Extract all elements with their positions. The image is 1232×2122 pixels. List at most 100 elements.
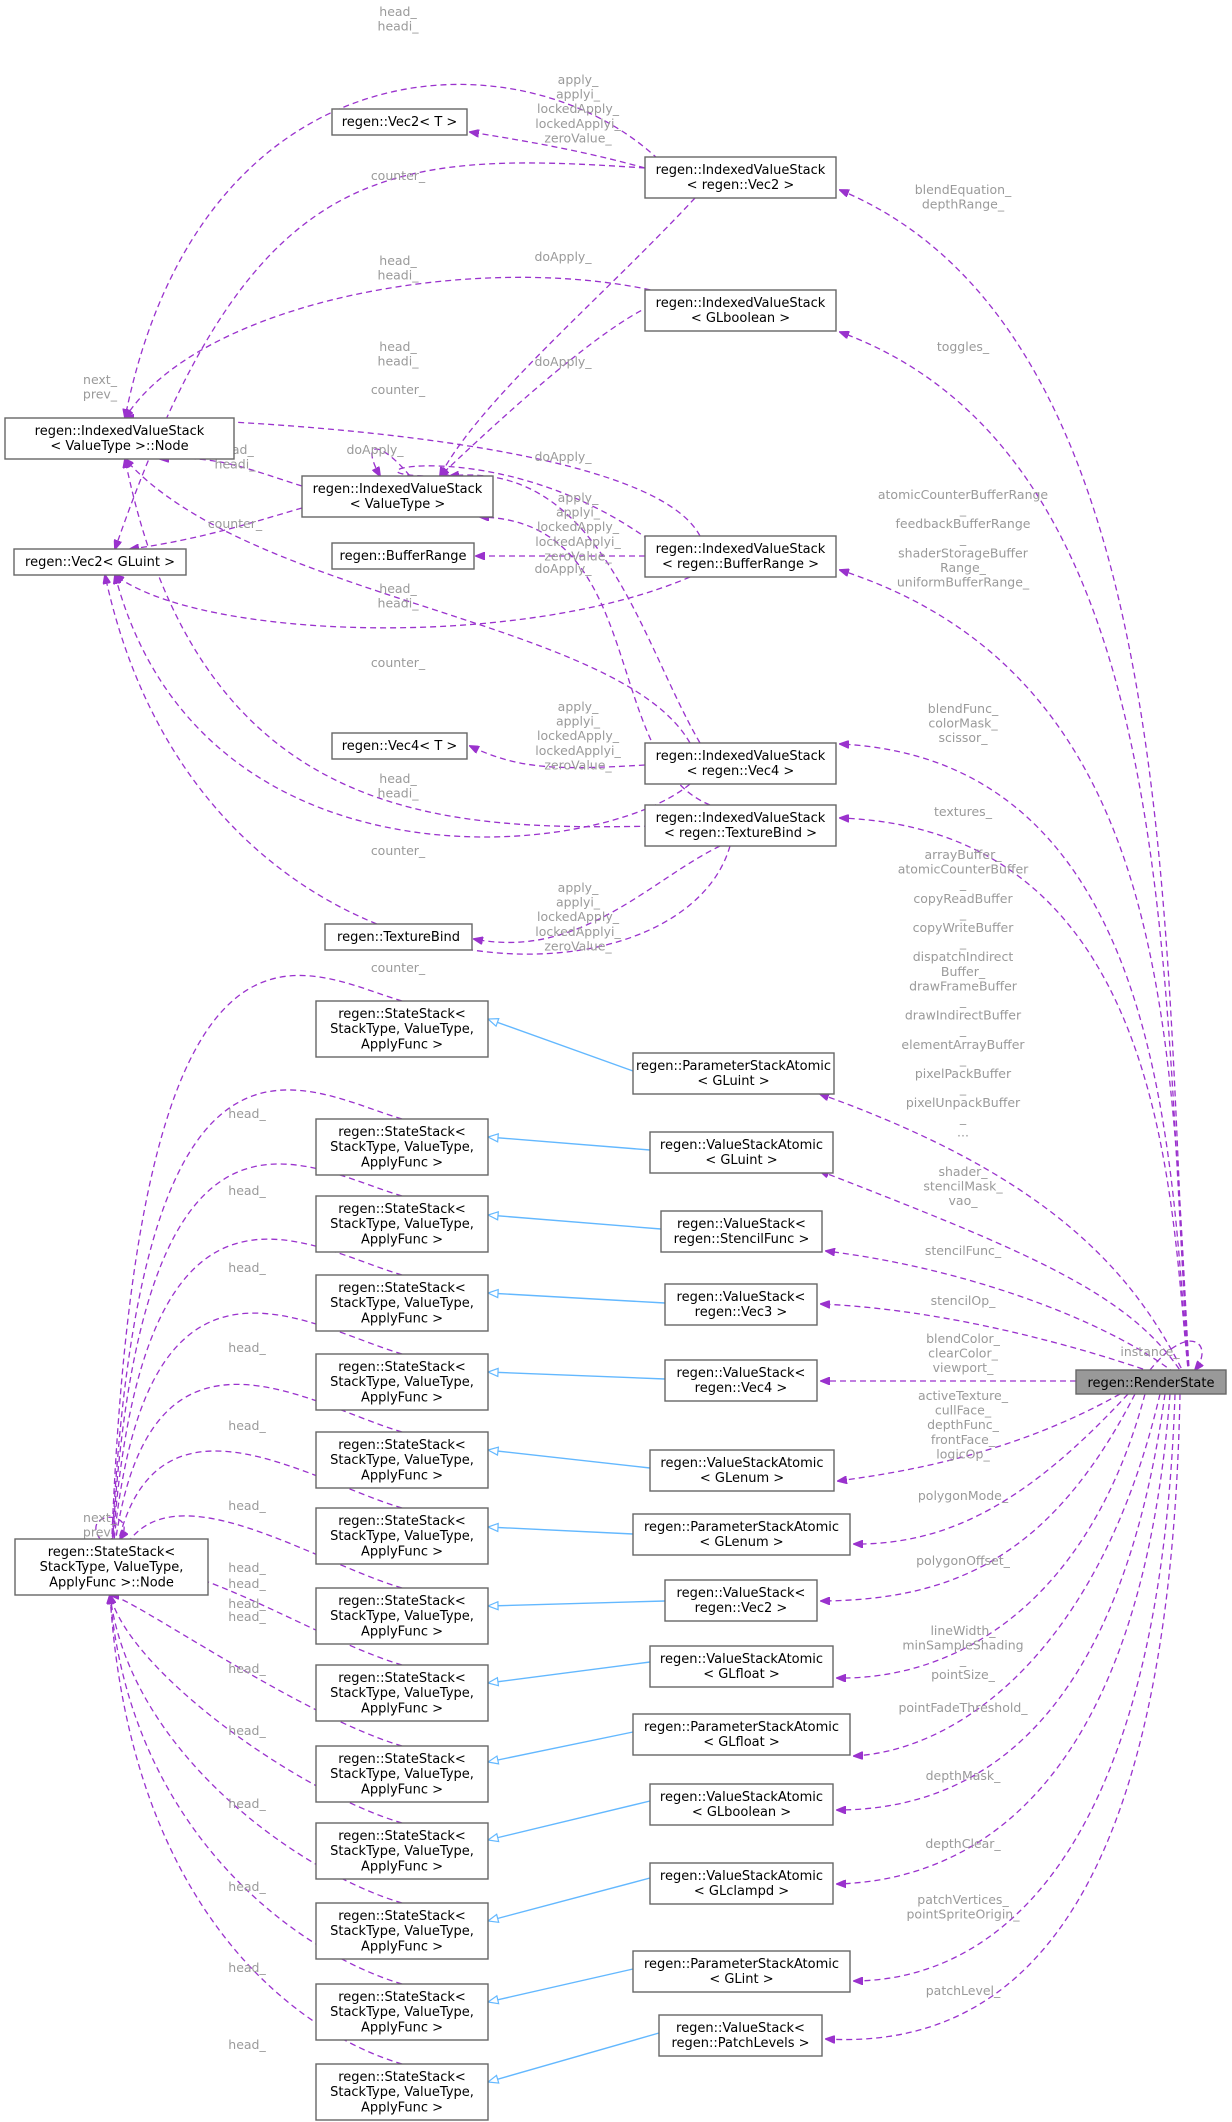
usage-edge-38 <box>125 459 661 828</box>
node-indexedvaluestack-vec2[interactable]: regen::IndexedValueStack< regen::Vec2 > <box>644 156 837 199</box>
node-valuestackatomic-glenum[interactable]: regen::ValueStackAtomic< GLenum > <box>649 1449 835 1492</box>
node-indexedvaluestack-texturebind-label: < regen::TextureBind > <box>664 826 817 841</box>
node-statestack-13[interactable]: regen::StateStack<StackType, ValueType,A… <box>315 1983 489 2041</box>
node-indexedvaluestack-bufferrange[interactable]: regen::IndexedValueStack< regen::BufferR… <box>644 535 837 578</box>
node-valuestackatomic-glboolean[interactable]: regen::ValueStackAtomic< GLboolean > <box>649 1783 834 1826</box>
node-statestack-14[interactable]: regen::StateStack<StackType, ValueType,A… <box>315 2063 489 2121</box>
node-indexedvaluestack-node-label: regen::IndexedValueStack <box>35 424 205 439</box>
node-parameterstackatomic-gluint[interactable]: regen::ParameterStackAtomic< GLuint > <box>632 1052 835 1095</box>
edge-label-shader: stencilMask_ <box>923 1179 1003 1194</box>
node-statestack-3-label: StackType, ValueType, <box>330 1217 474 1232</box>
edge-label-apply-zero: zeroValue_ <box>544 938 612 953</box>
node-bufferrange[interactable]: regen::BufferRange <box>331 542 475 570</box>
inheritance-edge-1 <box>488 1019 634 1072</box>
node-statestack-1-label: regen::StateStack< <box>338 1007 466 1022</box>
node-parameterstackatomic-glint[interactable]: regen::ParameterStackAtomic< GLint > <box>632 1950 851 1993</box>
node-indexedvaluestack-texturebind[interactable]: regen::IndexedValueStack< regen::Texture… <box>644 804 837 847</box>
node-statestack-6[interactable]: regen::StateStack<StackType, ValueType,A… <box>315 1431 489 1489</box>
node-renderstate[interactable]: regen::RenderState <box>1075 1369 1227 1395</box>
usage-edge-36 <box>470 746 646 769</box>
edge-label-next-prev: prev_ <box>83 1525 118 1540</box>
usage-edge-1 <box>840 190 1191 1387</box>
node-statestack-12[interactable]: regen::StateStack<StackType, ValueType,A… <box>315 1902 489 1960</box>
node-valuestackatomic-glenum-label: regen::ValueStackAtomic <box>660 1456 823 1471</box>
edge-label-apply-zero: applyi_ <box>556 714 601 729</box>
edge-label-next-prev: next_ <box>83 1510 118 1525</box>
node-statestack-10[interactable]: regen::StateStack<StackType, ValueType,A… <box>315 1745 489 1803</box>
usage-edge-52 <box>110 1595 403 1747</box>
node-parameterstackatomic-glenum[interactable]: regen::ParameterStackAtomic< GLenum > <box>632 1513 851 1556</box>
node-valuestackatomic-glfloat[interactable]: regen::ValueStackAtomic< GLfloat > <box>649 1645 834 1688</box>
inheritance-edge-4 <box>488 1293 666 1304</box>
edge-label-buffers: _ <box>959 1081 967 1096</box>
edge-label-apply-zero: lockedApplyi_ <box>535 924 621 939</box>
node-valuestackatomic-glboolean-label: regen::ValueStackAtomic <box>660 1790 823 1805</box>
node-statestack-7-label: regen::StateStack< <box>338 1514 466 1529</box>
edge-label-head: head_ <box>228 1723 266 1738</box>
node-statestack-node-label: ApplyFunc >::Node <box>49 1575 174 1590</box>
node-parameterstackatomic-glenum-label: regen::ParameterStackAtomic <box>644 1520 839 1535</box>
node-indexedvaluestack-glboolean[interactable]: regen::IndexedValueStack< GLboolean > <box>644 289 837 332</box>
inheritance-edge-5 <box>488 1372 666 1380</box>
node-indexedvaluestack-node[interactable]: regen::IndexedValueStack< ValueType >::N… <box>4 417 235 460</box>
usage-edge-47 <box>110 1312 403 1595</box>
usage-edge-48 <box>110 1383 403 1595</box>
node-vec2-gluint[interactable]: regen::Vec2< GLuint > <box>13 548 187 576</box>
node-statestack-7[interactable]: regen::StateStack<StackType, ValueType,A… <box>315 1507 489 1565</box>
node-indexedvaluestack-node-label: < ValueType >::Node <box>50 439 188 454</box>
node-statestack-4[interactable]: regen::StateStack<StackType, ValueType,A… <box>315 1274 489 1332</box>
usage-edge-54 <box>110 1595 403 1904</box>
inheritance-edge-8 <box>488 1600 666 1606</box>
node-statestack-5[interactable]: regen::StateStack<StackType, ValueType,A… <box>315 1353 489 1411</box>
node-indexedvaluestack-vec2-label: regen::IndexedValueStack <box>656 163 826 178</box>
edge-label-apply-zero: lockedApply_ <box>537 519 620 534</box>
edge-label-shader: vao_ <box>949 1193 979 1208</box>
node-vec2-t[interactable]: regen::Vec2< T > <box>331 108 468 136</box>
node-indexedvaluestack-vec4-label: regen::IndexedValueStack <box>656 749 826 764</box>
edge-label-buffer-ranges: _ <box>959 502 967 517</box>
node-statestack-3[interactable]: regen::StateStack<StackType, ValueType,A… <box>315 1195 489 1253</box>
node-statestack-5-label: StackType, ValueType, <box>330 1375 474 1390</box>
node-statestack-8[interactable]: regen::StateStack<StackType, ValueType,A… <box>315 1587 489 1645</box>
edge-label-head-headi: headi_ <box>378 354 420 369</box>
node-statestack-7-label: ApplyFunc > <box>361 1544 443 1559</box>
node-valuestack-patchlevels[interactable]: regen::ValueStack<regen::PatchLevels > <box>658 2014 823 2057</box>
node-valuestack-stencilfunc[interactable]: regen::ValueStack<regen::StencilFunc > <box>660 1210 823 1253</box>
node-statestack-9[interactable]: regen::StateStack<StackType, ValueType,A… <box>315 1664 489 1722</box>
edge-label-doapply: doApply_ <box>534 561 592 576</box>
node-statestack-node[interactable]: regen::StateStack<StackType, ValueType,A… <box>14 1538 209 1596</box>
usage-edge-22 <box>470 132 646 169</box>
node-valuestack-vec2[interactable]: regen::ValueStack<regen::Vec2 > <box>664 1579 818 1622</box>
node-valuestack-vec4-label: regen::ValueStack< <box>677 1366 806 1381</box>
edge-label-blend-color: blendColor_ <box>926 1331 1001 1346</box>
node-vec4-t[interactable]: regen::Vec4< T > <box>331 732 468 760</box>
node-statestack-1[interactable]: regen::StateStack<StackType, ValueType,A… <box>315 1000 489 1058</box>
node-valuestackatomic-glclampd[interactable]: regen::ValueStackAtomic< GLclampd > <box>649 1862 834 1905</box>
edge-label-patch-vertices: patchVertices_ <box>917 1892 1009 1907</box>
edge-label-buffers: dispatchIndirect <box>913 949 1014 964</box>
node-statestack-11[interactable]: regen::StateStack<StackType, ValueType,A… <box>315 1822 489 1880</box>
node-parameterstackatomic-glfloat[interactable]: regen::ParameterStackAtomic< GLfloat > <box>632 1713 851 1756</box>
node-valuestackatomic-gluint[interactable]: regen::ValueStackAtomic< GLuint > <box>649 1131 834 1174</box>
node-statestack-2[interactable]: regen::StateStack<StackType, ValueType,A… <box>315 1118 489 1176</box>
inheritance-edge-6 <box>488 1450 651 1469</box>
usage-edge-41 <box>105 575 731 955</box>
usage-edge-4 <box>840 744 1191 1387</box>
node-renderstate-label: regen::RenderState <box>1088 1376 1215 1391</box>
edge-label-buffers: _ <box>959 993 967 1008</box>
edge-label-buffers: _ <box>959 1022 967 1037</box>
node-valuestack-vec3[interactable]: regen::ValueStack<regen::Vec3 > <box>664 1283 818 1326</box>
node-indexedvaluestack-glboolean-label: regen::IndexedValueStack <box>656 296 826 311</box>
node-indexedvaluestack-vec4[interactable]: regen::IndexedValueStack< regen::Vec4 > <box>644 742 837 785</box>
node-indexedvaluestack-vec2-label: < regen::Vec2 > <box>687 178 795 193</box>
node-indexedvaluestack-valuetype[interactable]: regen::IndexedValueStack< ValueType > <box>301 475 494 518</box>
usage-edge-35 <box>450 475 701 744</box>
edge-label-patch-level: patchLevel_ <box>926 1983 1001 1998</box>
node-valuestack-vec4[interactable]: regen::ValueStack<regen::Vec4 > <box>664 1359 818 1402</box>
node-texturebind[interactable]: regen::TextureBind <box>324 923 473 951</box>
usage-edge-39 <box>480 517 711 806</box>
edge-label-apply-zero: lockedApply_ <box>537 728 620 743</box>
node-statestack-14-label: ApplyFunc > <box>361 2100 443 2115</box>
inheritance-edge-7 <box>488 1527 634 1535</box>
